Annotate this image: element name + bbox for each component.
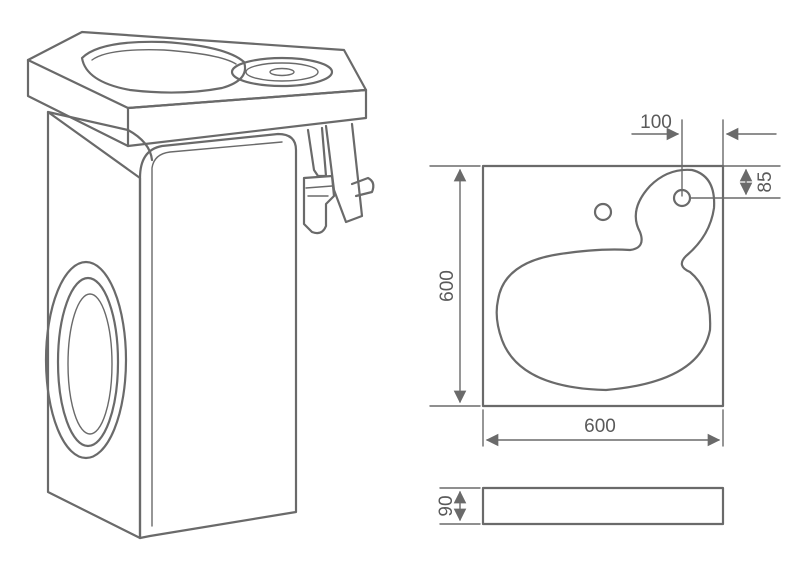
siphon	[302, 122, 375, 235]
sink-front-face	[26, 58, 130, 148]
door-middle-ring	[56, 276, 120, 448]
machine-top-edge	[46, 110, 154, 162]
dimension-depth: 600	[429, 165, 481, 407]
dim-90-label: 90	[436, 495, 457, 516]
sink-countertop	[26, 30, 368, 148]
dimension-hole-offset-y: 85	[689, 165, 781, 199]
dimension-width: 600	[482, 409, 724, 447]
dim-85-label: 85	[755, 171, 776, 192]
door-inner-ring	[67, 293, 113, 435]
machine-front-inner	[151, 141, 283, 527]
plan-faucet-hole	[593, 202, 613, 222]
sink-bowl-rim	[91, 49, 237, 65]
siphon-outlet	[350, 176, 375, 198]
machine-door	[44, 260, 128, 460]
plan-outline	[481, 164, 725, 408]
sink-right-face	[126, 88, 368, 148]
siphon-bracket	[324, 122, 364, 224]
machine-front-panel	[138, 132, 298, 540]
sink-drain-hole	[269, 67, 295, 77]
plan-basin	[495, 168, 716, 392]
sink-bowl	[80, 40, 247, 94]
sink-illustration	[26, 30, 375, 540]
sink-top-surface	[26, 30, 368, 110]
door-outer-ring	[44, 260, 128, 460]
siphon-trap	[302, 174, 336, 235]
sink-small-bowl	[230, 56, 334, 88]
dim-width-label: 600	[584, 416, 616, 437]
siphon-trap-detail	[305, 185, 333, 197]
side-view: 90	[436, 486, 725, 526]
side-outline	[481, 486, 725, 526]
siphon-body	[306, 126, 328, 178]
plan-view	[481, 164, 725, 408]
dim-depth-label: 600	[437, 270, 458, 302]
dim-100-label: 100	[640, 112, 672, 133]
washing-machine	[44, 110, 298, 540]
sink-small-bowl-inner	[245, 62, 319, 82]
dimension-hole-offset-x: 100	[631, 112, 777, 197]
